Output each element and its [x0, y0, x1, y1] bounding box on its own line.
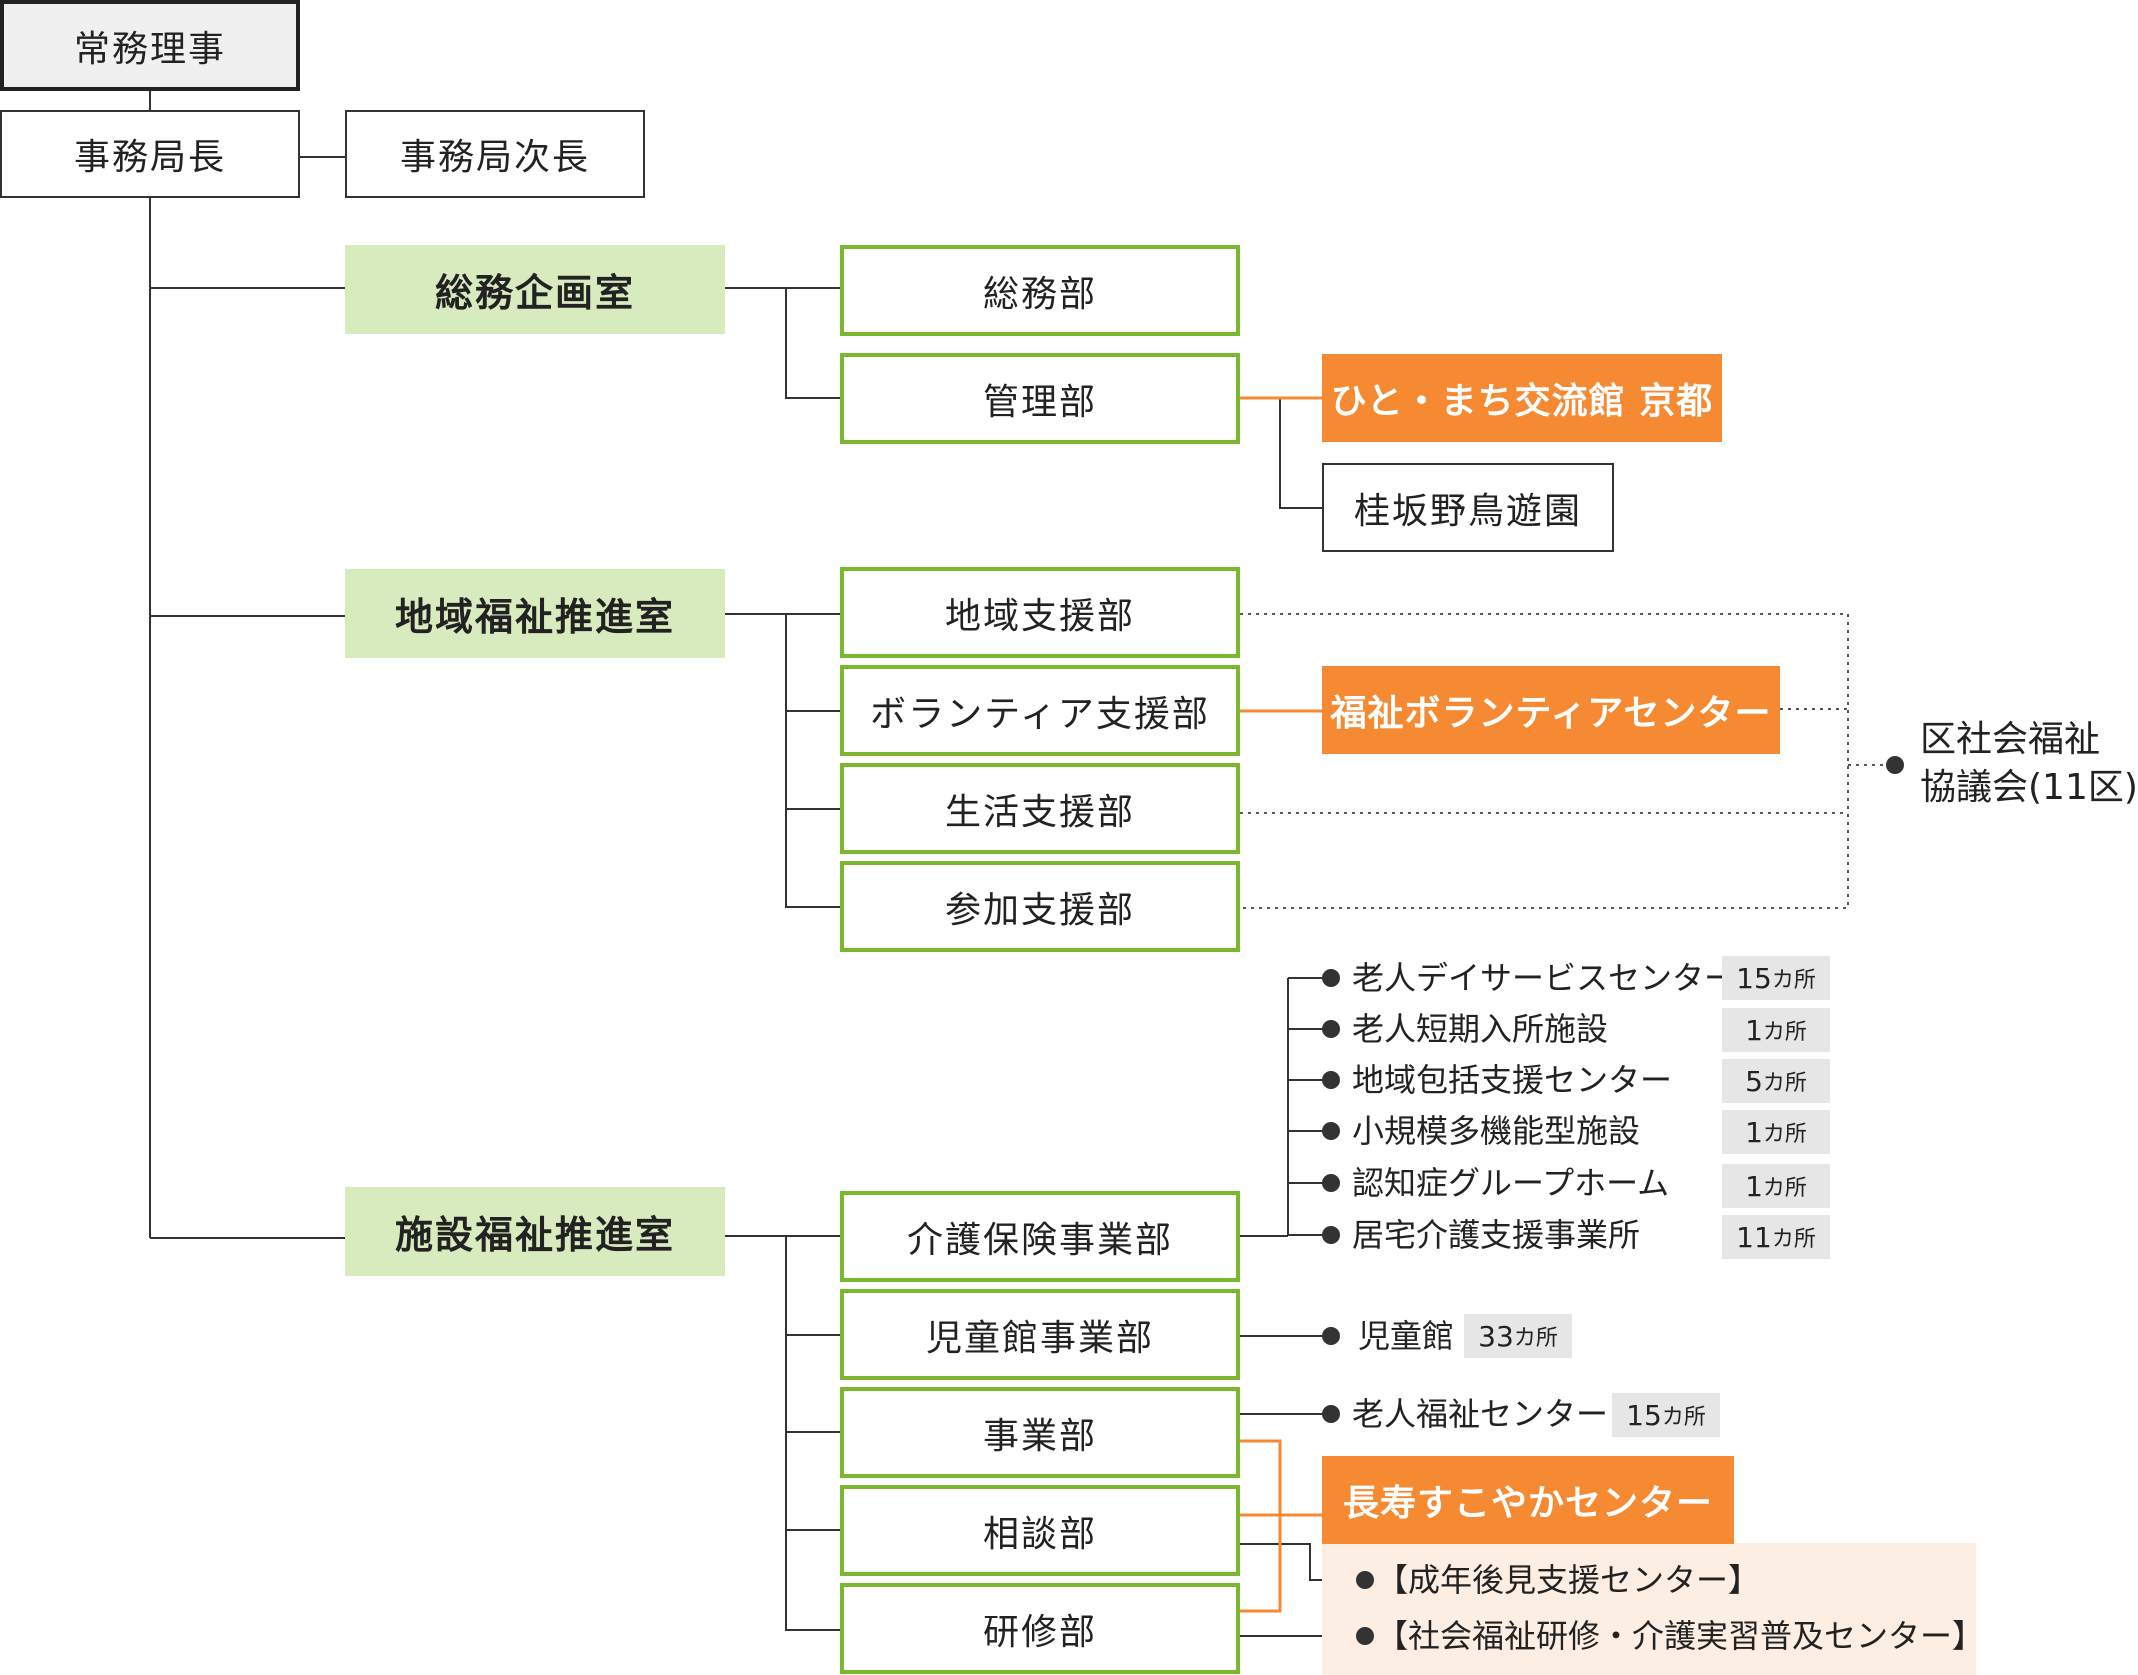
facility-bullet: [1322, 1226, 1340, 1244]
dept-kanribu-label: 管理部: [982, 381, 1097, 423]
facility-count-unit: カ所: [1762, 1122, 1807, 1147]
roujin-bullet: [1322, 1405, 1340, 1423]
dept-sanka: 参加支援部: [840, 861, 1240, 952]
facility-count-unit: カ所: [1762, 1071, 1807, 1096]
dept-soumubu-label: 総務部: [982, 273, 1097, 315]
jidoukan-bullet: [1322, 1327, 1340, 1345]
dept-seikatsu: 生活支援部: [840, 763, 1240, 854]
dept-kanribu: 管理部: [840, 353, 1240, 444]
jidoukan-name: 児童館: [1358, 1317, 1455, 1355]
sub-center-kenshu: 【社会福祉研修・介護実習普及センター】: [1376, 1617, 1985, 1655]
roujin-count: 15: [1626, 1398, 1662, 1432]
room-chiiki-label: 地域福祉推進室: [394, 595, 675, 639]
room-chiiki: 地域福祉推進室: [345, 569, 725, 658]
center-hitomachi-label: ひと・まち交流館 京都: [1330, 381, 1714, 422]
dept-volunteer-label: ボランティア支援部: [870, 693, 1210, 735]
facility-name: 地域包括支援センター: [1352, 1061, 1673, 1099]
facility-bullet: [1322, 1020, 1340, 1038]
dept-jigyou-label: 事業部: [982, 1415, 1097, 1457]
facility-count-unit: カ所: [1771, 968, 1816, 993]
center-hitomachi: ひと・まち交流館 京都: [1322, 354, 1722, 442]
jidoukan-count-unit: カ所: [1513, 1326, 1558, 1351]
dept-kenshu: 研修部: [840, 1583, 1240, 1674]
ward-council-line1: 区社会福祉: [1920, 719, 2101, 760]
dept-soudan-label: 相談部: [982, 1513, 1097, 1555]
facility-count-unit: カ所: [1771, 1227, 1816, 1252]
dept-kaigo-label: 介護保険事業部: [906, 1219, 1173, 1261]
dept-chiikishien: 地域支援部: [840, 567, 1240, 658]
director-box: 常務理事: [0, 0, 300, 91]
ward-council-bullet: [1886, 756, 1904, 774]
roujin-count-unit: カ所: [1661, 1405, 1706, 1430]
facility-count: 11: [1736, 1220, 1772, 1254]
director-label: 常務理事: [73, 28, 226, 70]
facility-name: 老人短期入所施設: [1352, 1010, 1609, 1048]
facility-bullet: [1322, 1122, 1340, 1140]
chief-box: 事務局長: [0, 110, 300, 198]
ward-council-label: 区社会福祉 協議会(11区): [1920, 716, 2138, 812]
facility-count-unit: カ所: [1762, 1176, 1807, 1201]
room-shisetsu-label: 施設福祉推進室: [394, 1213, 675, 1257]
facility-count: 1: [1745, 1115, 1763, 1149]
center-chouju-label: 長寿すこやかセンター: [1342, 1483, 1713, 1524]
facility-name: 老人デイサービスセンター: [1352, 959, 1737, 997]
sub-center-bullet: [1356, 1627, 1374, 1645]
room-shisetsu: 施設福祉推進室: [345, 1187, 725, 1276]
facility-count-unit: カ所: [1762, 1020, 1807, 1045]
sub-center-bullet: [1356, 1571, 1374, 1589]
dept-chiikishien-label: 地域支援部: [944, 595, 1135, 637]
deputy-label: 事務局次長: [399, 137, 590, 178]
dept-soudan: 相談部: [840, 1485, 1240, 1576]
jidoukan-count: 33: [1478, 1319, 1514, 1353]
dept-volunteer: ボランティア支援部: [840, 665, 1240, 756]
facility-count: 1: [1745, 1169, 1763, 1203]
dept-jidoukan: 児童館事業部: [840, 1289, 1240, 1380]
dept-jidoukan-label: 児童館事業部: [925, 1317, 1154, 1359]
sub-center-seinen: 【成年後見支援センター】: [1376, 1561, 1761, 1599]
room-soumu: 総務企画室: [345, 245, 725, 334]
facility-name: 小規模多機能型施設: [1352, 1112, 1641, 1150]
dept-kaigo: 介護保険事業部: [840, 1191, 1240, 1282]
facility-name: 認知症グループホーム: [1352, 1164, 1670, 1202]
facility-bullet: [1322, 969, 1340, 987]
deputy-box: 事務局次長: [345, 110, 645, 198]
dept-seikatsu-label: 生活支援部: [944, 791, 1135, 833]
facility-count: 5: [1745, 1064, 1763, 1098]
dept-kenshu-label: 研修部: [982, 1611, 1097, 1653]
center-volunteer: 福祉ボランティアセンター: [1322, 666, 1780, 754]
facility-bullet: [1322, 1174, 1340, 1192]
dept-jigyou: 事業部: [840, 1387, 1240, 1478]
center-katsura-label: 桂坂野鳥遊園: [1353, 490, 1582, 532]
sub-center-panel: [1322, 1543, 1976, 1675]
ward-council-line2: 協議会(11区): [1920, 767, 2138, 808]
center-katsura: 桂坂野鳥遊園: [1322, 463, 1614, 552]
center-volunteer-label: 福祉ボランティアセンター: [1330, 693, 1772, 734]
room-soumu-label: 総務企画室: [434, 271, 635, 315]
facility-count: 15: [1736, 961, 1772, 995]
dept-soumubu: 総務部: [840, 245, 1240, 336]
dept-sanka-label: 参加支援部: [944, 889, 1135, 931]
facility-count: 1: [1745, 1013, 1763, 1047]
roujin-name: 老人福祉センター: [1352, 1395, 1609, 1433]
chief-label: 事務局長: [73, 137, 226, 178]
facility-name: 居宅介護支援事業所: [1352, 1216, 1641, 1254]
center-chouju: 長寿すこやかセンター: [1322, 1456, 1734, 1544]
facility-bullet: [1322, 1071, 1340, 1089]
